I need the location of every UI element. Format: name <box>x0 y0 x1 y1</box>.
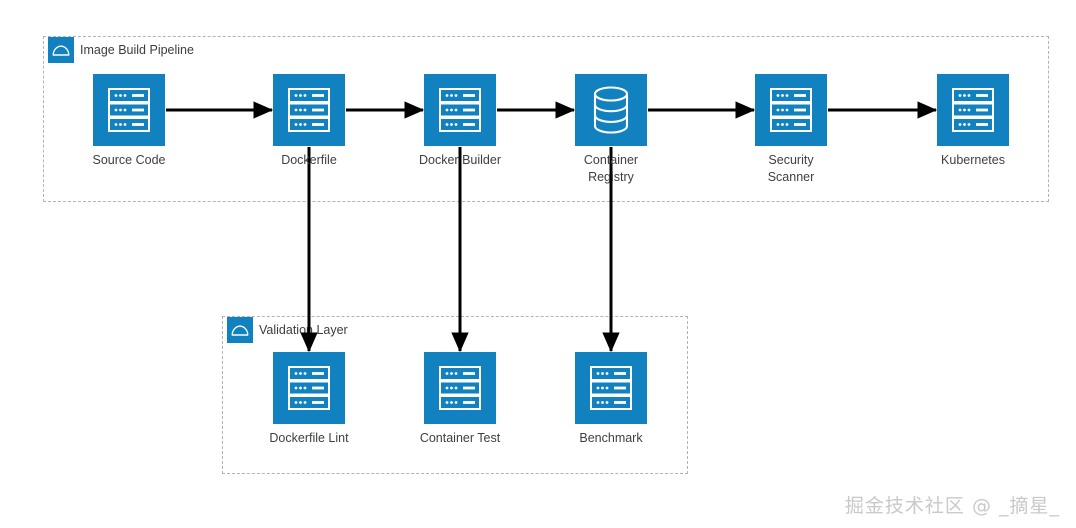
server-icon <box>93 74 165 146</box>
group-validation-layer <box>222 316 688 474</box>
node-security-scanner[interactable]: Security Scanner <box>755 74 827 184</box>
server-icon <box>424 74 496 146</box>
node-kubernetes[interactable]: Kubernetes <box>937 74 1009 167</box>
node-container-test[interactable]: Container Test <box>420 352 500 445</box>
node-benchmark[interactable]: Benchmark <box>575 352 647 445</box>
cloud-icon <box>48 37 74 63</box>
group-title-validation-layer: Validation Layer <box>259 323 348 337</box>
node-container-registry[interactable]: Container Registry <box>575 74 647 184</box>
group-title-image-build-pipeline: Image Build Pipeline <box>80 43 194 57</box>
watermark: 掘金技术社区 @ _摘星_ <box>844 495 1060 517</box>
server-icon <box>424 352 496 424</box>
node-docker-builder[interactable]: Docker Builder <box>419 74 501 167</box>
database-icon <box>575 74 647 146</box>
server-icon <box>273 74 345 146</box>
cloud-icon <box>227 317 253 343</box>
node-source-code[interactable]: Source Code <box>93 74 165 167</box>
node-dockerfile-lint[interactable]: Dockerfile Lint <box>269 352 349 445</box>
server-icon <box>575 352 647 424</box>
server-icon <box>755 74 827 146</box>
server-icon <box>273 352 345 424</box>
node-dockerfile[interactable]: Dockerfile <box>273 74 345 167</box>
group-image-build-pipeline <box>43 36 1049 202</box>
server-icon <box>937 74 1009 146</box>
